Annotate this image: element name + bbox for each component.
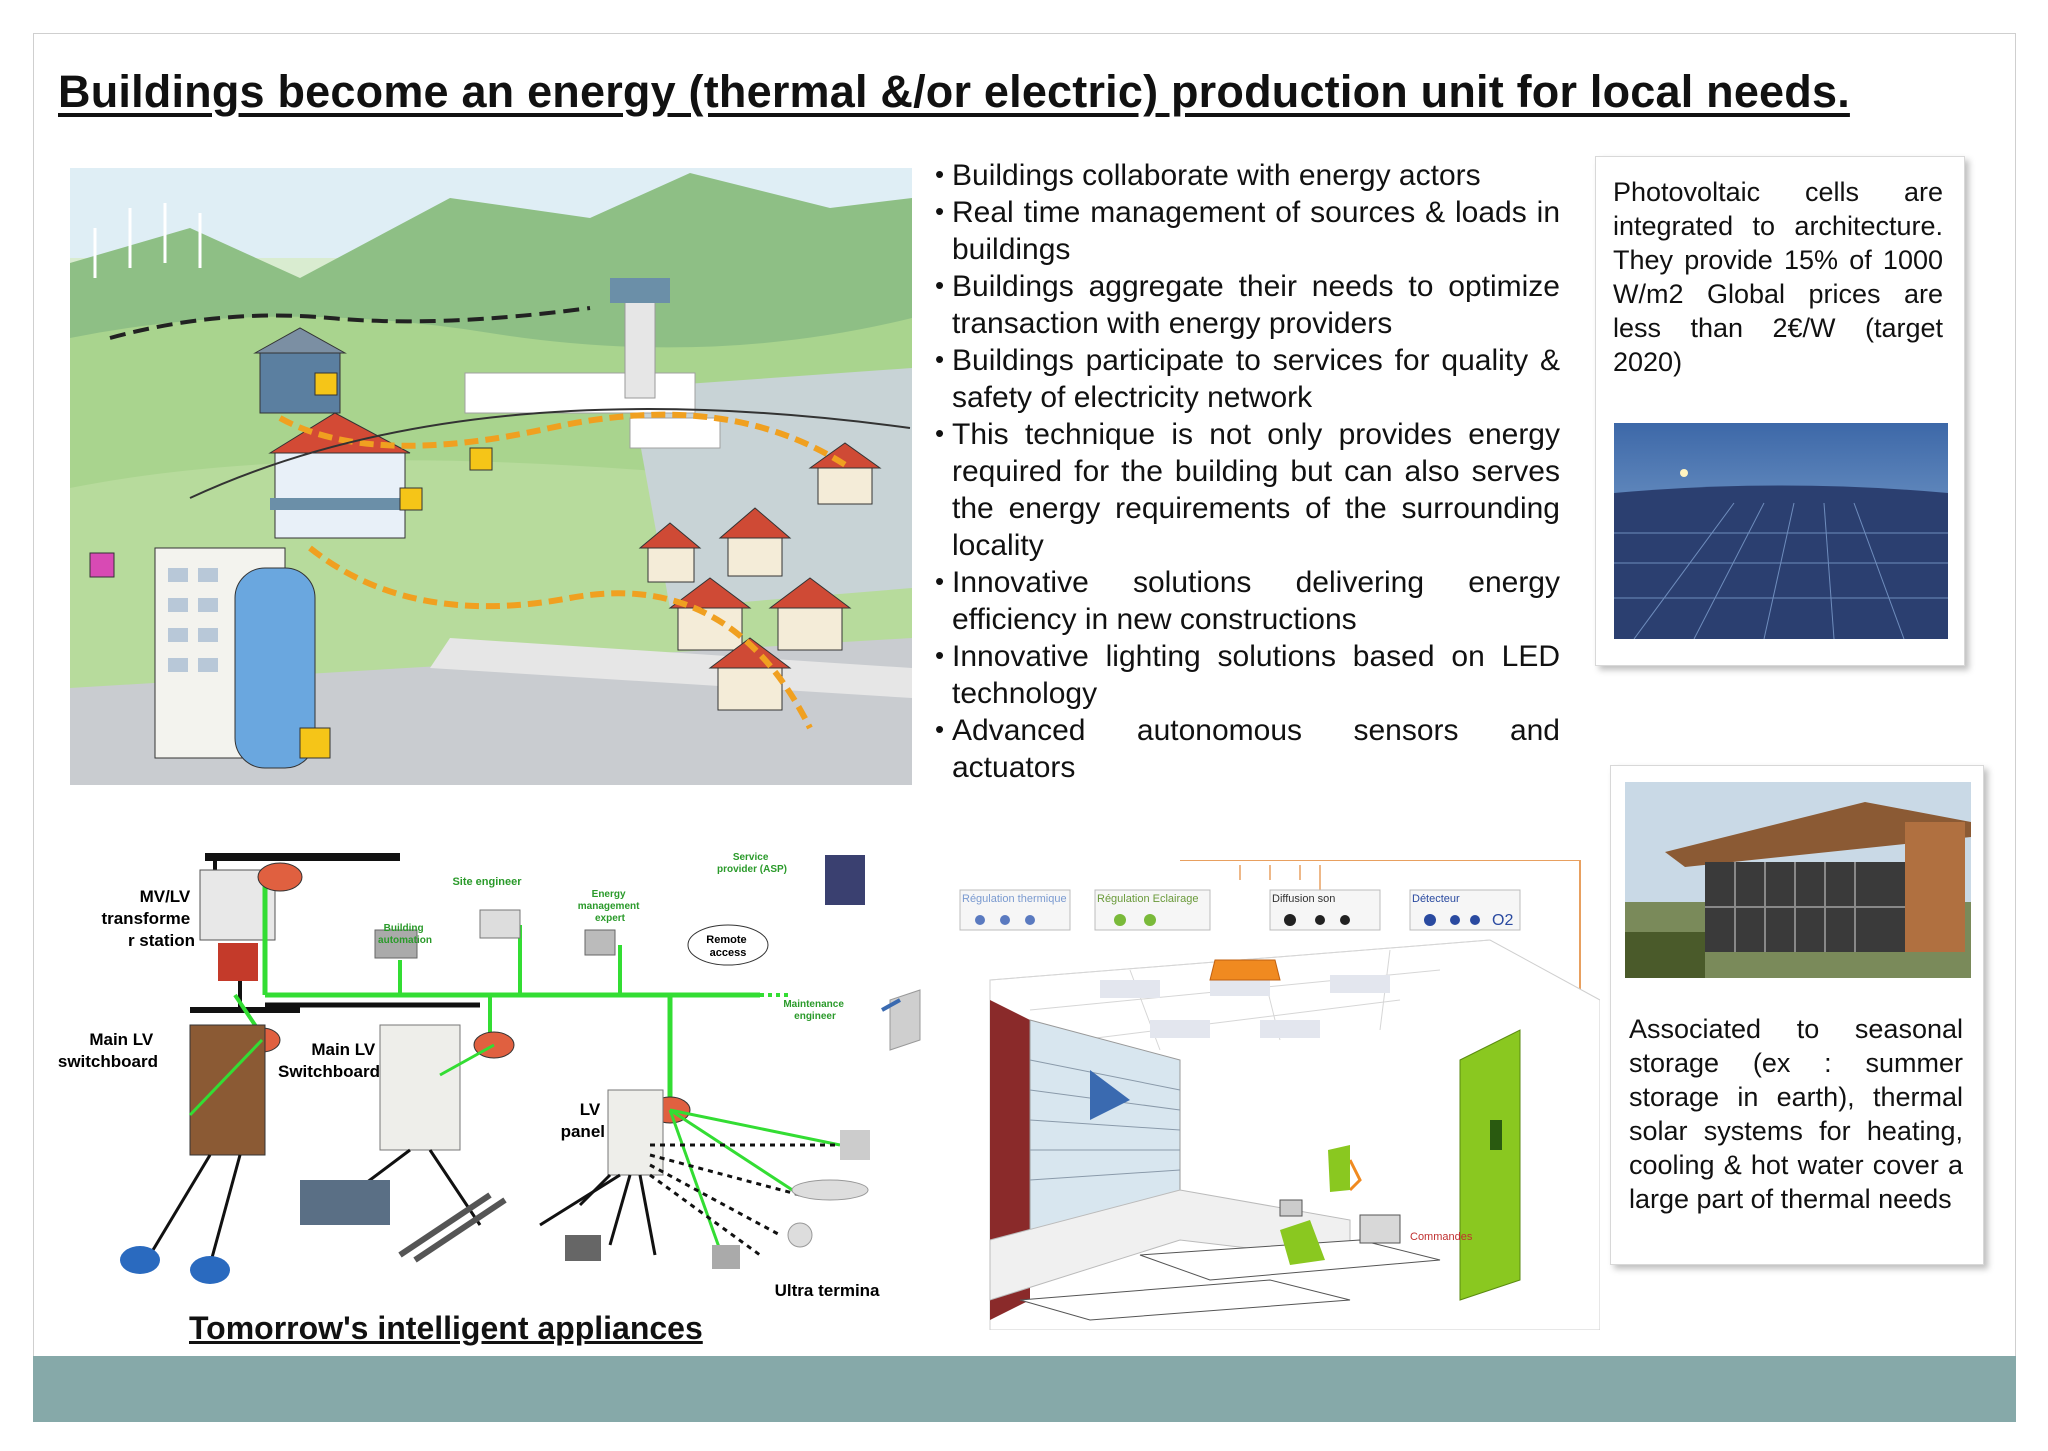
thermal-storage-card: Associated to seasonal storage (ex : sum…: [1610, 765, 1984, 1265]
mv-lv-station-label: MV/LV: [140, 887, 191, 906]
bullet-item: Innovative solutions delivering energy e…: [935, 563, 1560, 638]
electrical-network-diagram: MV/LV transforme r station Main LV switc…: [40, 845, 970, 1315]
svg-text:Service provider (ASP): Service provider (ASP): [717, 852, 787, 875]
slide-title: Buildings become an energy (thermal &/or…: [58, 66, 1850, 117]
smart-office-diagram: Régulation thermique Régulation Eclairag…: [880, 860, 1600, 1330]
bullet-item: Advanced autonomous sensors and actuator…: [935, 711, 1560, 786]
svg-text:LV panel: LV panel: [561, 1100, 605, 1141]
diffusion-son-label: Diffusion son: [1272, 893, 1335, 905]
intelligent-appliances-caption: Tomorrow's intelligent appliances: [189, 1310, 703, 1346]
svg-text:Site engineer: Site engineer: [452, 876, 522, 888]
regulation-eclairage-label: Régulation Eclairage: [1097, 893, 1199, 905]
svg-text:Main LV switchboard: Main LV switchboard: [58, 1030, 158, 1071]
solar-building-photo: [1625, 782, 1971, 978]
thermal-storage-text: Associated to seasonal storage (ex : sum…: [1629, 1014, 1963, 1214]
bullet-item: Real time management of sources & loads …: [935, 193, 1560, 268]
solar-roof-photo: [1614, 423, 1948, 639]
bullet-item: Buildings aggregate their needs to optim…: [935, 267, 1560, 342]
photovoltaic-card: Photovoltaic cells are integrated to arc…: [1595, 156, 1965, 666]
svg-text:Energy management: Energy management expert: [578, 889, 642, 924]
svg-text:Maintenance engineer: Maintenance engineer: [783, 999, 846, 1022]
footer-bar: [33, 1356, 2016, 1422]
photovoltaic-text: Photovoltaic cells are integrated to arc…: [1613, 177, 1943, 377]
bullet-item: Innovative lighting solutions based on L…: [935, 637, 1560, 712]
svg-text:MV/LV transforme r: MV/LV transforme r station: [101, 887, 195, 950]
bullet-item: Buildings participate to services for qu…: [935, 341, 1560, 416]
svg-text:Building automation: Building automation: [378, 923, 432, 946]
bullet-list: Buildings collaborate with energy actors…: [935, 156, 1560, 786]
regulation-thermique-label: Régulation thermique: [962, 893, 1067, 905]
svg-text:Remote access: Remote access: [706, 934, 749, 959]
bullet-item: This technique is not only provides ener…: [935, 415, 1560, 564]
o2-label: O2: [1492, 912, 1513, 929]
commandes-label: Commandes: [1410, 1231, 1473, 1243]
svg-text:Main LV Switchboard: Main LV Switchboard: [278, 1040, 380, 1081]
bullet-item: Buildings collaborate with energy actors: [935, 156, 1560, 194]
smart-city-illustration: [70, 168, 912, 785]
detecteur-label: Détecteur: [1412, 893, 1460, 905]
